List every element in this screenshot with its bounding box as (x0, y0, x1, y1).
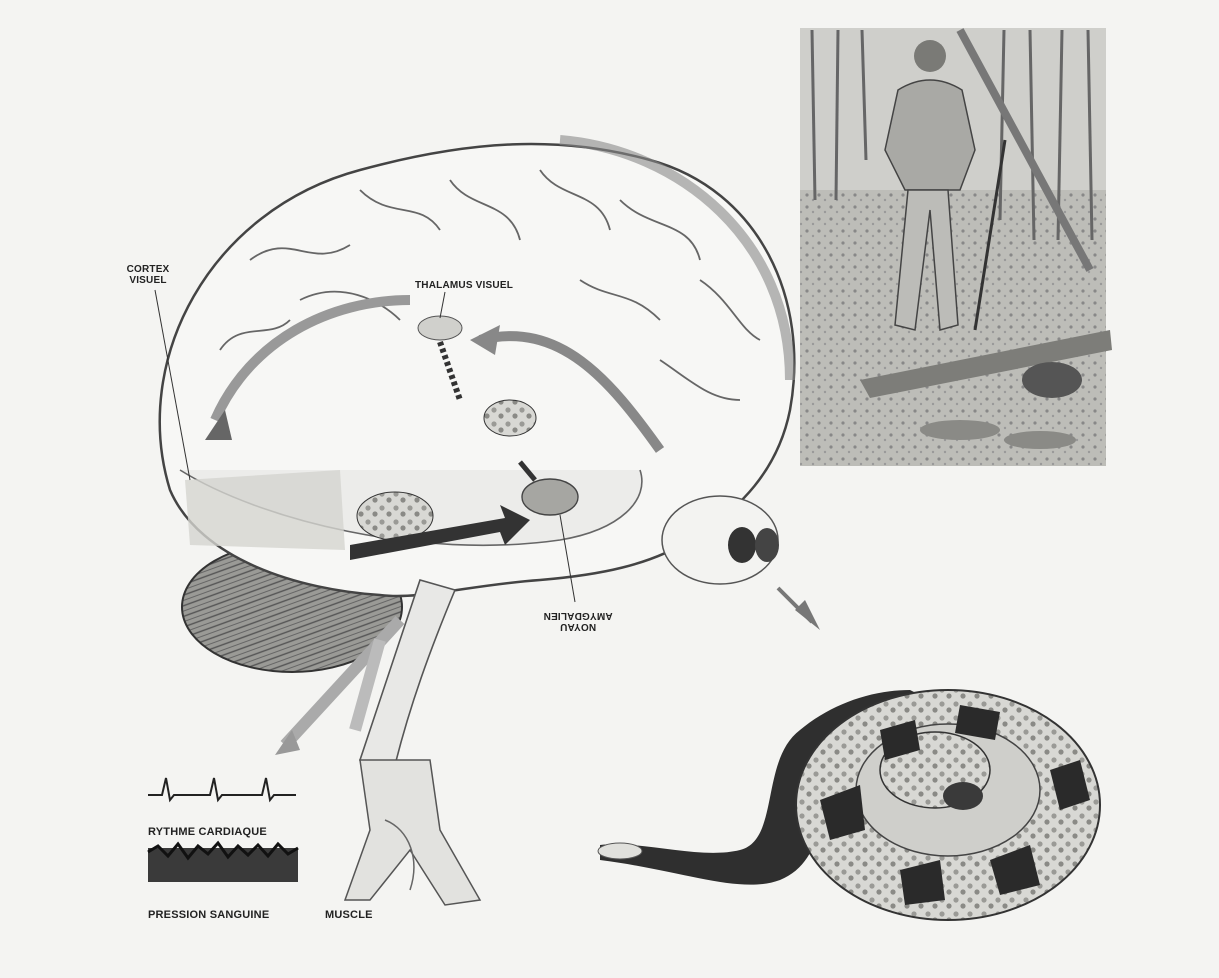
label-pression-sanguine: PRESSION SANGUINE (148, 910, 318, 921)
eye (662, 496, 820, 630)
man-in-forest-inset (800, 28, 1112, 466)
label-noyau-amygdalien: NOYAU AMYGDALIEN (538, 610, 618, 632)
label-rythme-cardiaque: RYTHME CARDIAQUE (148, 827, 308, 838)
label-thalamus-visuel: THALAMUS VISUEL (394, 280, 534, 291)
label-cortex-visuel: CORTEX VISUEL (118, 264, 178, 286)
brain (155, 140, 794, 765)
rattlesnake (598, 690, 1100, 920)
label-muscle: MUSCLE (325, 910, 395, 921)
